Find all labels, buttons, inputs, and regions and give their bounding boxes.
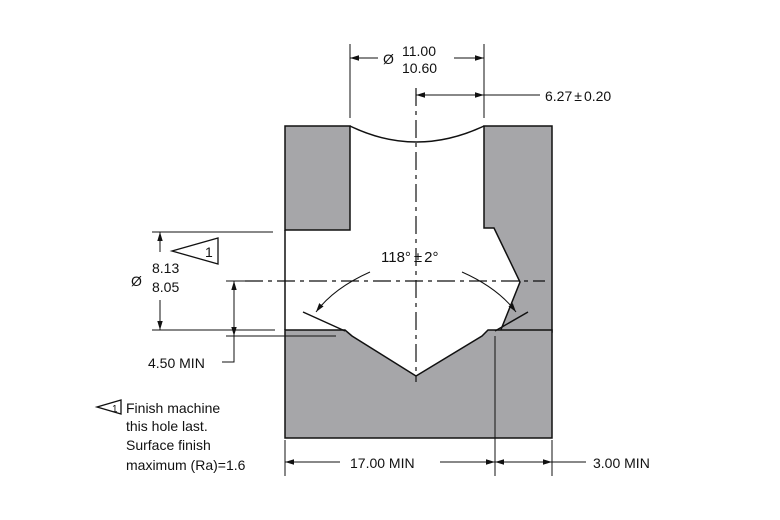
top-diameter-symbol: Ø	[383, 51, 394, 67]
note-line-4: maximum (Ra)=1.6	[126, 457, 246, 473]
note-flag-number: 1	[112, 404, 118, 415]
bottom-width-value: 17.00 MIN	[350, 455, 415, 471]
hole-diameter-lower: 8.05	[152, 279, 179, 295]
top-diameter-upper: 11.00	[402, 43, 436, 59]
concave-top-edge	[349, 125, 485, 143]
callout-flag-triangle	[169, 237, 219, 265]
wall-value: 3.00 MIN	[593, 455, 650, 471]
note-line-1: Finish machine	[126, 400, 220, 416]
depth-value: 4.50 MIN	[148, 355, 205, 371]
depth-leader	[222, 336, 235, 363]
note-line-2: this hole last.	[126, 418, 208, 434]
angle-arc-right	[461, 271, 517, 313]
angle-arc-left	[315, 271, 371, 313]
countersink-right-edge	[494, 311, 529, 332]
bottom-section	[284, 329, 553, 439]
offset-value: 6.27±0.20	[545, 88, 611, 104]
note-flag-triangle	[94, 399, 122, 415]
left-upper-wall	[284, 125, 351, 231]
hole-diameter-symbol: Ø	[131, 273, 142, 289]
callout-flag-number: 1	[205, 244, 213, 260]
note-line-3: Surface finish	[126, 437, 211, 453]
hole-diameter-upper: 8.13	[152, 260, 179, 276]
right-upper-wall	[483, 125, 553, 333]
angle-value: 118°±2°	[381, 249, 439, 266]
countersink-left-edge	[302, 311, 346, 332]
top-diameter-lower: 10.60	[402, 60, 437, 76]
